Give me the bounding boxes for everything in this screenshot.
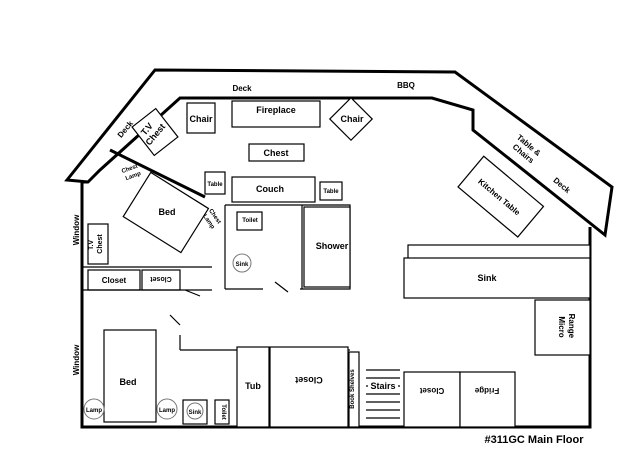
tub xyxy=(236,346,270,428)
range-micro-line2: Micro xyxy=(557,316,566,337)
fireplace xyxy=(231,100,321,128)
bed-top xyxy=(122,171,210,254)
stairs-label: Stairs xyxy=(370,381,395,391)
chest xyxy=(248,143,305,162)
tv-chest-left-line1: T.V xyxy=(88,240,95,250)
chest-lamp-left-line2: Lamp xyxy=(125,171,142,182)
bed-top-label: Bed xyxy=(158,207,175,217)
lamp-right-label: Lamp xyxy=(159,408,175,414)
closet-middle xyxy=(269,346,349,428)
kitchen-table xyxy=(457,155,545,238)
fireplace-label: Fireplace xyxy=(256,105,296,115)
toilet-top-label: Toilet xyxy=(242,218,258,224)
lamp-left xyxy=(83,398,105,420)
lamp-right xyxy=(156,398,178,420)
closet-right xyxy=(403,371,461,428)
couch xyxy=(231,176,316,203)
sink-bath-label: Sink xyxy=(236,262,249,268)
shower xyxy=(303,206,351,288)
tv-chest-left-label: T.V Chest xyxy=(88,234,104,254)
upper-bedroom-wall xyxy=(82,205,263,290)
plan-title: #311GC Main Floor xyxy=(484,434,584,446)
closet-right-label: Closet xyxy=(419,386,444,395)
chest-label: Chest xyxy=(263,148,288,158)
sink-small xyxy=(186,402,204,420)
tv-chest-left-line2: Chest xyxy=(97,234,104,254)
book-shelves-label: Book Shelves xyxy=(350,369,356,409)
toilet-bottom xyxy=(214,399,230,425)
bed-bottom-label: Bed xyxy=(119,377,136,387)
tub-label: Tub xyxy=(245,381,261,391)
range-micro-line1: Range xyxy=(567,314,576,339)
table-right xyxy=(319,181,343,201)
stairs-label-bg xyxy=(368,379,398,391)
fridge-label: Fridge xyxy=(474,386,499,395)
closet-middle-label: Closet xyxy=(295,375,323,385)
deck-inner-wall xyxy=(109,148,206,199)
tv-chest-left xyxy=(87,223,109,265)
deck-right-label: Deck xyxy=(551,176,572,196)
chair-right-label: Chair xyxy=(340,114,364,124)
toilet-bottom-label: Toilet xyxy=(220,404,226,420)
couch-label: Couch xyxy=(256,184,284,194)
table-left xyxy=(204,171,226,195)
chest-lamp-left-label: Chest Lamp xyxy=(121,163,143,182)
stairs-lines xyxy=(366,369,400,419)
range-micro-label: Range Micro xyxy=(557,314,576,341)
closet-left-label: Closet xyxy=(102,276,127,285)
chest-lamp-left-line1: Chest xyxy=(121,164,139,175)
window-top-label: Window xyxy=(72,214,81,245)
lamp-left-label: Lamp xyxy=(86,408,102,414)
fridge xyxy=(459,371,516,428)
range-micro xyxy=(534,299,591,356)
table-left-label: Table xyxy=(207,182,223,188)
sink-kitchen-label: Sink xyxy=(477,273,497,283)
shower-label: Shower xyxy=(316,241,349,251)
sink-small-label: Sink xyxy=(189,410,202,416)
book-shelves xyxy=(348,351,360,428)
outer-wall xyxy=(80,180,592,429)
toilet-top xyxy=(236,211,263,231)
tv-chest-top xyxy=(131,107,179,157)
deck-top-label: Deck xyxy=(232,84,252,93)
closet-small-label: Closet xyxy=(150,275,172,282)
deck-outline xyxy=(64,68,614,238)
bbq-label: BBQ xyxy=(397,81,415,90)
bed-bottom xyxy=(103,329,157,423)
window-bottom-label: Window xyxy=(72,344,81,375)
chair-left-label: Chair xyxy=(189,114,213,124)
kitchen-sink-counter xyxy=(403,257,591,299)
bath-sink xyxy=(232,253,252,273)
chair-right xyxy=(328,96,374,142)
deck-left-label: Deck xyxy=(116,119,136,140)
table-right-label: Table xyxy=(323,189,339,195)
chair-left xyxy=(186,102,216,134)
